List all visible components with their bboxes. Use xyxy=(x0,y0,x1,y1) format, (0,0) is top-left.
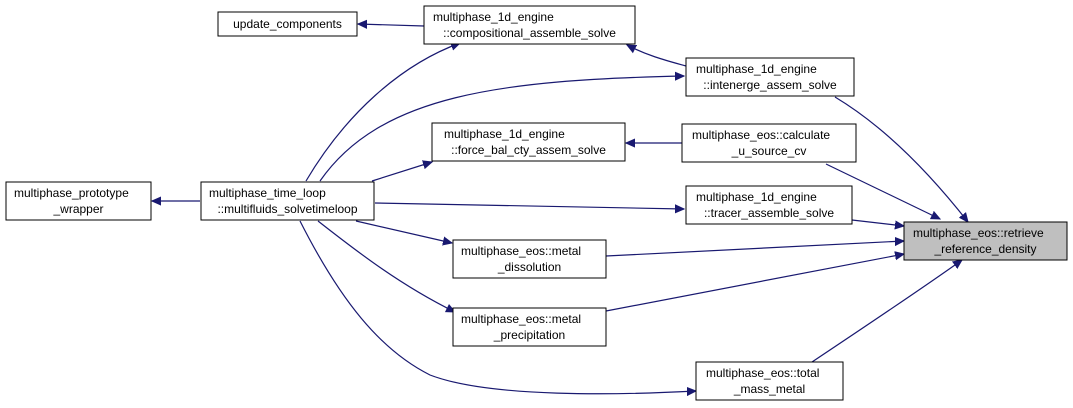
edge-intenerge-to-retrieve xyxy=(834,96,968,222)
node-label-line-1: multiphase_eos::retrieve xyxy=(913,226,1044,240)
node-calculate-u-source-cv[interactable]: multiphase_eos::calculate _u_source_cv xyxy=(681,123,857,163)
edge-compositional-to-update-components xyxy=(358,24,425,26)
node-label-line-1: multiphase_1d_engine xyxy=(696,190,817,204)
node-label-line-1: multiphase_eos::total xyxy=(706,366,819,380)
edge-intenerge-to-compositional xyxy=(627,45,687,67)
node-label-line-1: multiphase_eos::metal xyxy=(461,312,581,326)
edge-calculate-to-retrieve xyxy=(825,163,940,220)
node-label-line-2: _dissolution xyxy=(497,260,561,274)
node-update-components[interactable]: update_components xyxy=(217,11,358,37)
node-total-mass-metal[interactable]: multiphase_eos::total _mass_metal xyxy=(695,361,844,401)
node-label-line-1: multiphase_time_loop xyxy=(209,186,326,200)
node-label-line-2: _precipitation xyxy=(493,328,565,342)
edge-dissolution-to-retrieve xyxy=(605,241,904,257)
node-label-line-1: multiphase_eos::metal xyxy=(461,244,581,258)
edge-tracer-to-retrieve xyxy=(851,219,904,226)
node-label-line-2: ::intenerge_assem_solve xyxy=(703,78,837,92)
node-retrieve-reference-density[interactable]: multiphase_eos::retrieve _reference_dens… xyxy=(903,221,1068,261)
edge-precipitation-to-retrieve xyxy=(605,254,904,312)
edge-timeloop-to-force-bal xyxy=(371,162,432,182)
edges xyxy=(152,24,968,394)
node-intenerge-assem-solve[interactable]: multiphase_1d_engine ::intenerge_assem_s… xyxy=(685,57,855,97)
edge-timeloop-to-dissolution xyxy=(355,220,452,243)
node-metal-dissolution[interactable]: multiphase_eos::metal _dissolution xyxy=(452,239,607,279)
edge-total-mass-to-retrieve xyxy=(811,260,962,363)
node-compositional-assemble-solve[interactable]: multiphase_1d_engine ::compositional_ass… xyxy=(423,5,636,45)
node-multifluids-solvetimeloop[interactable]: multiphase_time_loop ::multifluids_solve… xyxy=(200,181,375,221)
node-label-line-2: ::force_bal_cty_assem_solve xyxy=(451,143,606,157)
node-multiphase-prototype-wrapper[interactable]: multiphase_prototype _wrapper xyxy=(5,181,152,221)
node-label-line-1: multiphase_eos::calculate xyxy=(692,128,830,142)
edge-timeloop-to-tracer xyxy=(374,202,684,209)
node-label-line-2: _reference_density xyxy=(933,242,1036,256)
node-metal-precipitation[interactable]: multiphase_eos::metal _precipitation xyxy=(452,307,607,347)
node-label-line-1: multiphase_1d_engine xyxy=(433,10,554,24)
node-label-line-2: ::tracer_assemble_solve xyxy=(704,206,834,220)
edge-timeloop-to-total-mass xyxy=(299,220,696,394)
node-force-bal-cty-assem-solve[interactable]: multiphase_1d_engine ::force_bal_cty_ass… xyxy=(431,122,626,162)
node-label-line-2: _wrapper xyxy=(52,202,103,216)
edge-timeloop-to-intenerge xyxy=(319,76,684,182)
node-tracer-assemble-solve[interactable]: multiphase_1d_engine ::tracer_assemble_s… xyxy=(685,185,853,225)
node-label: update_components xyxy=(233,17,342,31)
edge-timeloop-to-compositional xyxy=(305,43,460,182)
node-label-line-2: _u_source_cv xyxy=(731,144,807,158)
node-label-line-2: ::compositional_assemble_solve xyxy=(443,26,616,40)
node-label-line-2: _mass_metal xyxy=(733,382,805,396)
edge-timeloop-to-precipitation xyxy=(317,220,455,312)
node-label-line-1: multiphase_1d_engine xyxy=(696,62,817,76)
node-label-line-1: multiphase_1d_engine xyxy=(444,127,565,141)
node-label-line-2: ::multifluids_solvetimeloop xyxy=(217,202,357,216)
node-label-line-1: multiphase_prototype xyxy=(14,186,129,200)
